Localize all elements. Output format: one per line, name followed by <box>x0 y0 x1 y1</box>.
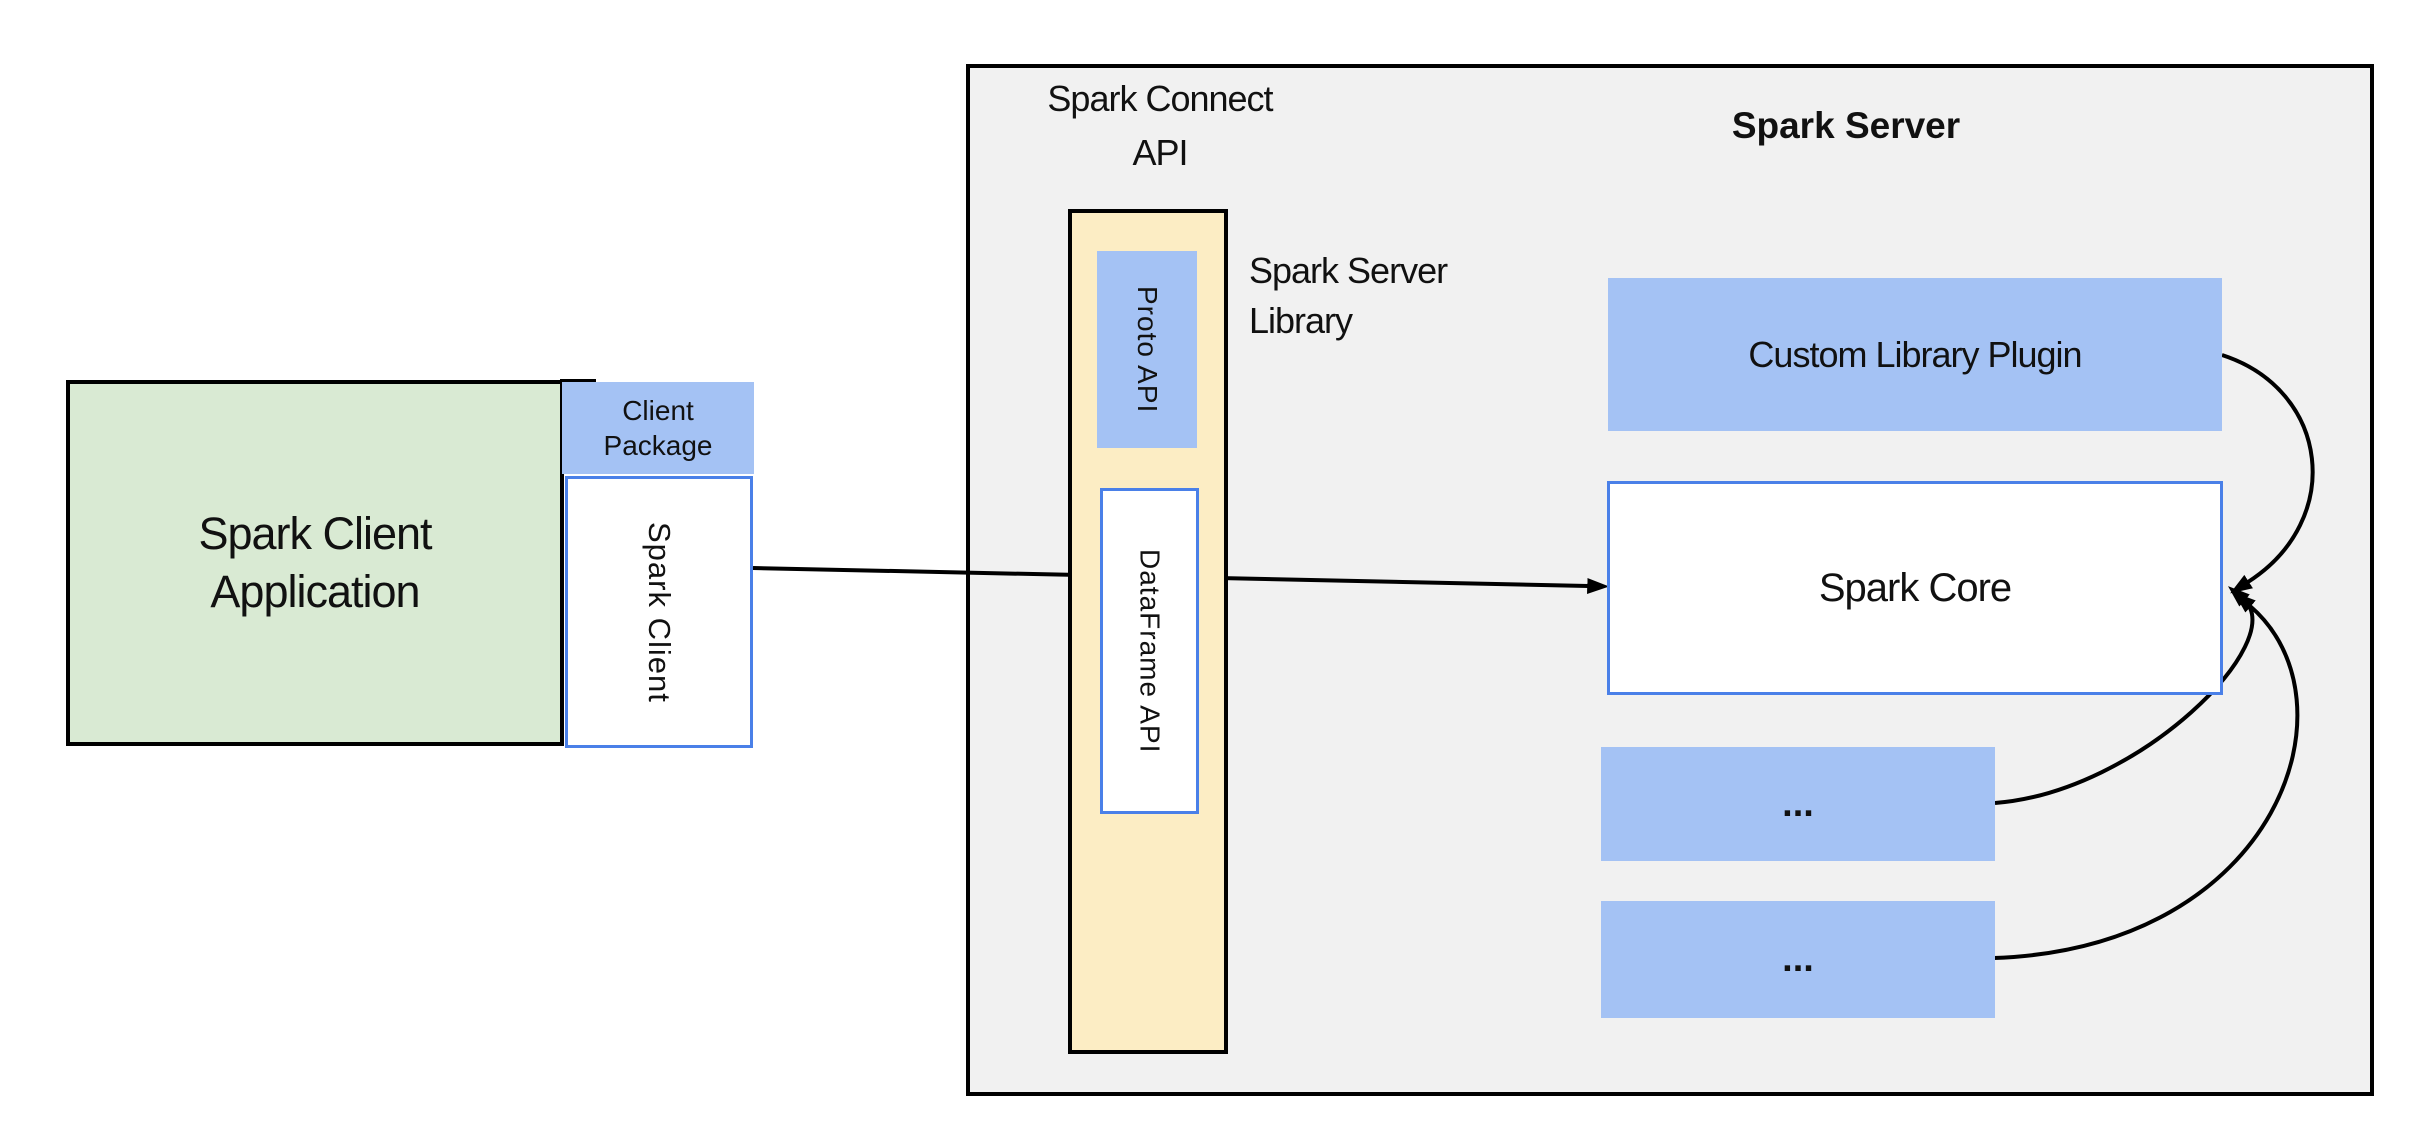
plugin-slot-2-label: ... <box>1782 938 1814 980</box>
client-package-box: Client Package <box>562 382 754 474</box>
spark-server-title: Spark Server <box>1731 105 1961 146</box>
spark-client-box: Spark Client <box>565 476 753 748</box>
plugin-slot-1-label: ... <box>1782 782 1814 825</box>
custom-library-plugin-box: Custom Library Plugin <box>1608 278 2222 431</box>
spark-core-label: Spark Core <box>1818 565 2012 610</box>
spark-client-label: Spark Client <box>642 521 677 703</box>
proto-api-label: Proto API <box>1132 285 1163 414</box>
client-package-label: Client Package <box>603 395 713 461</box>
spark-connect-api-label: Spark Connect API <box>1047 78 1273 173</box>
custom-library-plugin-label: Custom Library Plugin <box>1748 333 2082 375</box>
spark-server-library-label: Spark Server Library <box>1249 250 1448 341</box>
border-tick <box>560 379 596 383</box>
plugin-slot-box-1: ... <box>1601 747 1995 861</box>
spark-client-application-label: Spark Client Application <box>198 508 432 617</box>
spark-client-application-box: Spark Client Application <box>66 380 564 746</box>
proto-api-box: Proto API <box>1097 251 1197 448</box>
dataframe-api-label: DataFrame API <box>1134 548 1166 754</box>
spark-core-box: Spark Core <box>1607 481 2223 695</box>
dataframe-api-box: DataFrame API <box>1100 488 1199 814</box>
plugin-slot-box-2: ... <box>1601 901 1995 1018</box>
